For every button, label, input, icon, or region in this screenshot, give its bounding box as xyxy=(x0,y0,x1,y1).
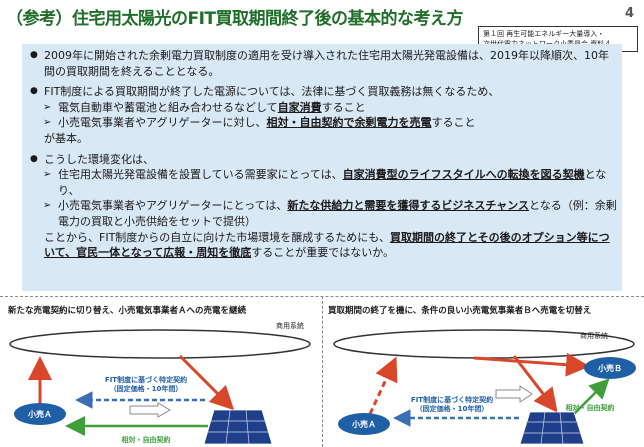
page-number: 4 xyxy=(624,6,634,21)
red-dashed-arrow-up xyxy=(368,356,398,415)
retailer-b-label: 小売Ｂ xyxy=(597,363,622,373)
text: 電気自動車や蓄電池と組み合わせるなどして xyxy=(58,100,278,114)
grid-ellipse xyxy=(9,329,311,359)
transition-arrow xyxy=(129,402,171,418)
divider-vertical xyxy=(322,296,323,447)
retailer-a-node xyxy=(338,413,390,435)
sub-bullet-sell-surplus: 小売電気事業者やアグリゲーターに対し、相対・自由契約で余剰電力を売電すること xyxy=(30,115,618,131)
text: すること xyxy=(321,100,366,114)
retailer-b-node xyxy=(584,357,636,379)
highlight-sell-surplus: 相対・自由契約で余剰電力を売電 xyxy=(266,116,432,130)
red-arrow-down xyxy=(178,354,235,411)
grid-label: 商用系統 xyxy=(276,321,304,330)
fit-label-2: （固定価格・10年間） xyxy=(110,384,183,393)
red-arrow-down xyxy=(512,355,558,413)
text: 住宅用太陽光発電設備を設置している需要家にとっては、 xyxy=(58,168,343,182)
bullet-2-conclusion: が基本。 xyxy=(44,131,88,145)
retailer-a-label: 小売Ａ xyxy=(351,419,376,429)
text: となる（例：余剰電力の買取と小売供給をセットで提供） xyxy=(58,199,617,228)
fit-label-1: FIT制度に基づく特定契約 xyxy=(105,375,187,384)
grid-label: 商用系統 xyxy=(580,331,608,340)
sub-bullet-consumers: 住宅用太陽光発電設備を設置している需要家にとっては、自家消費型のライフスタイルへ… xyxy=(30,167,618,198)
bullet-3-conclusion: ことから、FIT制度からの自立に向けた市場環境を醸成するためにも、買取期間の終了… xyxy=(30,230,618,261)
bullet-2: FIT制度による買取期間が終了した電源については、法律に基づく買取義務は無くなる… xyxy=(30,84,618,100)
text: 小売電気事業者やアグリゲーターにとっては、 xyxy=(58,199,288,213)
summary-content: 2009年に開始された余剰電力買取制度の適用を受け導入された住宅用太陽光発電設備… xyxy=(30,48,618,261)
bullet-1: 2009年に開始された余剰電力買取制度の適用を受け導入された住宅用太陽光発電設備… xyxy=(30,48,618,79)
text: すること xyxy=(431,116,476,130)
solar-panel-icon xyxy=(519,411,585,445)
text: することが重要ではないか。 xyxy=(251,246,395,260)
sub-bullet-self-consumption: 電気自動車や蓄電池と組み合わせるなどして自家消費すること xyxy=(30,100,618,116)
red-arrow-to-b xyxy=(473,352,590,377)
highlight-lifestyle: 自家消費型のライフスタイルへの転換を図る契機 xyxy=(342,168,585,182)
text: となり、 xyxy=(58,168,607,197)
text: 小売電気事業者やアグリゲーターに対し、 xyxy=(58,116,267,130)
fit-label-1: FIT制度に基づく特定契約 xyxy=(411,395,493,404)
page-title: （参考）住宅用太陽光のFIT買取期間終了後の基本的な考え方 xyxy=(6,9,464,29)
transition-arrow xyxy=(495,385,533,403)
free-contract-label: 相対・自由契約 xyxy=(122,435,171,444)
solar-panel-icon xyxy=(203,409,273,445)
highlight-publicity: 買取期間の終了とその後のオプション等について、官民一体となって広報・周知を徹底 xyxy=(44,230,610,260)
source-line-1: 第１回 再生可能エネルギー大量導入・ xyxy=(483,30,605,38)
free-contract-label: 相対・自由契約 xyxy=(566,403,615,412)
right-diagram: 商用系統 小売Ａ 小売Ｂ FIT制度に基づく特定契約 （固定価格・10年間） 相… xyxy=(333,329,636,445)
highlight-business: 新たな供給力と需要を獲得するビジネスチャンス xyxy=(287,199,530,213)
highlight-self-consumption: 自家消費 xyxy=(277,100,322,114)
sub-bullet-retailers: 小売電気事業者やアグリゲーターにとっては、新たな供給力と需要を獲得するビジネスチ… xyxy=(30,198,618,229)
left-diagram: 商用系統 小売Ａ FIT制度に基づく特定契約 （固定価格・10年間） 相対・自由… xyxy=(9,321,311,445)
fit-label-2: （固定価格・10年間） xyxy=(416,404,489,413)
left-diagram-caption: 新たな売電契約に切り替え、小売電気事業者Ａへの売電を継続 xyxy=(8,306,247,316)
bullet-3: こうした環境変化は、 xyxy=(30,152,618,168)
free-contract-arrow xyxy=(573,378,610,415)
right-diagram-caption: 買取期間の終了を機に、条件の良い小売電気事業者Ｂへ売電を切替え xyxy=(328,306,592,316)
retailer-a-node xyxy=(14,403,66,425)
retailer-a-label: 小売Ａ xyxy=(27,409,52,419)
text: ことから、FIT制度からの自立に向けた市場環境を醸成するためにも、 xyxy=(44,230,390,244)
